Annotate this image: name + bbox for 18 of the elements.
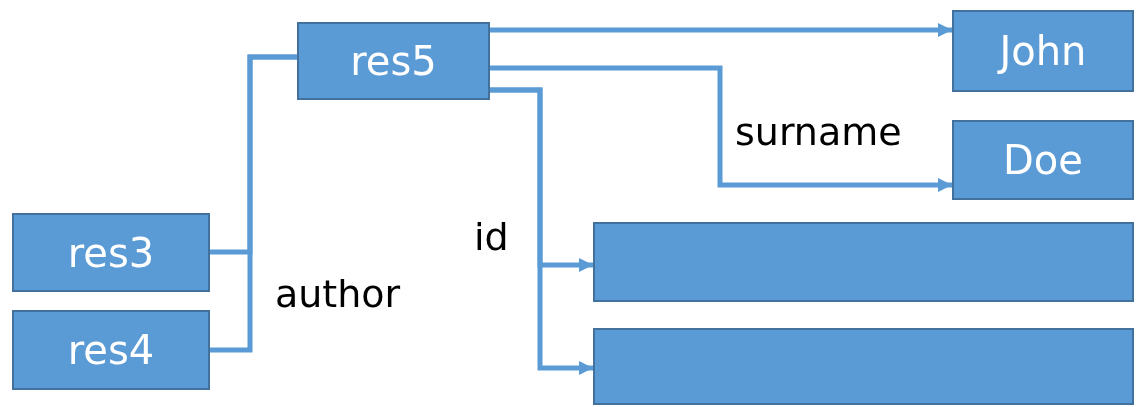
resource-box (297, 22, 490, 100)
node-label: Doe (1003, 137, 1083, 183)
node-label: res5 (350, 38, 437, 84)
resource-box (12, 213, 210, 292)
resource-box (593, 328, 1134, 405)
resource-box (593, 222, 1134, 302)
node-label: res3 (67, 229, 155, 276)
connector-arrow (490, 23, 952, 37)
connector-arrow (490, 65, 952, 192)
resource-box (12, 310, 210, 390)
edge-label: author (275, 272, 401, 316)
edge-label: surname (735, 110, 902, 154)
node-label: John (999, 28, 1087, 74)
connector-arrow (490, 87, 593, 375)
resource-box (952, 10, 1134, 92)
edge-label: id (474, 215, 509, 259)
resource-box (952, 120, 1134, 200)
node-label: res4 (67, 327, 155, 373)
